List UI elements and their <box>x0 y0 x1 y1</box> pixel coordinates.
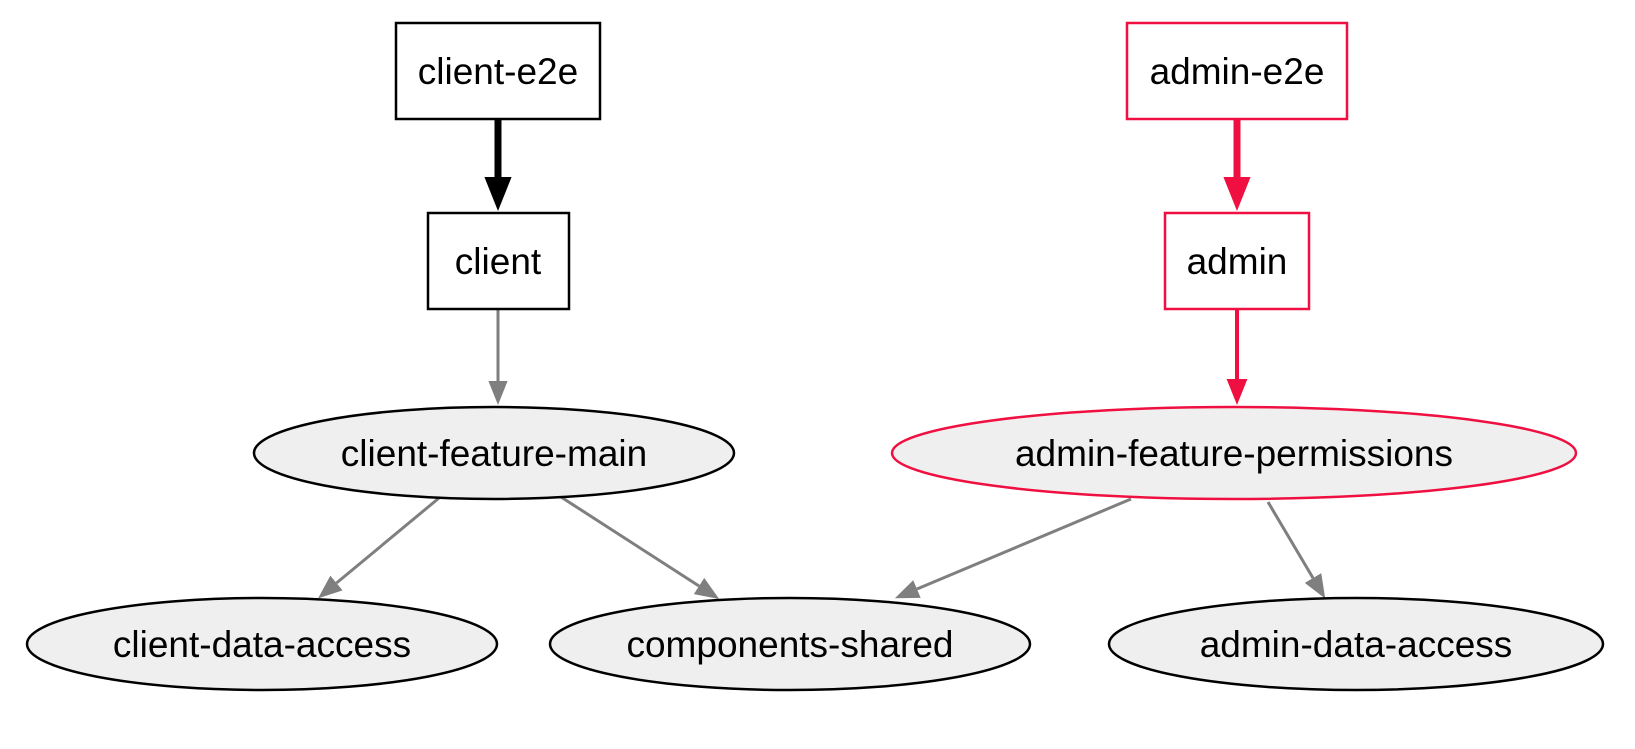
node-admin-feature-permissions[interactable]: admin-feature-permissions <box>890 405 1578 501</box>
client-label: client <box>455 241 542 282</box>
admin-feature-permissions-label: admin-feature-permissions <box>1015 433 1453 474</box>
edge-client-feature-main-to-client-data-access <box>318 496 440 599</box>
node-client-data-access[interactable]: client-data-access <box>25 596 499 692</box>
client-feature-main-label: client-feature-main <box>341 433 647 474</box>
node-admin-data-access[interactable]: admin-data-access <box>1107 596 1605 692</box>
edge-admin-feature-permissions-to-components-shared <box>894 497 1132 599</box>
admin-data-access-ellipse <box>1107 596 1605 692</box>
components-shared-ellipse <box>548 596 1032 692</box>
edge-client-feature-main-to-components-shared <box>560 495 720 600</box>
client-data-access-ellipse <box>25 596 499 692</box>
node-client-feature-main[interactable]: client-feature-main <box>252 405 736 501</box>
node-components-shared[interactable]: components-shared <box>548 596 1032 692</box>
node-client[interactable]: client <box>426 211 571 311</box>
node-admin-e2e[interactable]: admin-e2e <box>1125 21 1349 121</box>
admin-data-access-label: admin-data-access <box>1200 624 1513 665</box>
admin-box <box>1163 211 1311 311</box>
admin-e2e-box <box>1125 21 1349 121</box>
node-client-e2e[interactable]: client-e2e <box>394 21 602 121</box>
client-e2e-box <box>394 21 602 121</box>
node-admin[interactable]: admin <box>1163 211 1311 311</box>
edge-admin-feature-permissions-to-admin-data-access <box>1266 501 1326 599</box>
client-feature-main-ellipse <box>252 405 736 501</box>
components-shared-label: components-shared <box>626 624 953 665</box>
client-data-access-label: client-data-access <box>113 624 411 665</box>
admin-label: admin <box>1187 241 1288 282</box>
admin-feature-permissions-ellipse <box>890 405 1578 501</box>
client-e2e-label: client-e2e <box>418 51 578 92</box>
admin-e2e-label: admin-e2e <box>1150 51 1325 92</box>
client-box <box>426 211 571 311</box>
